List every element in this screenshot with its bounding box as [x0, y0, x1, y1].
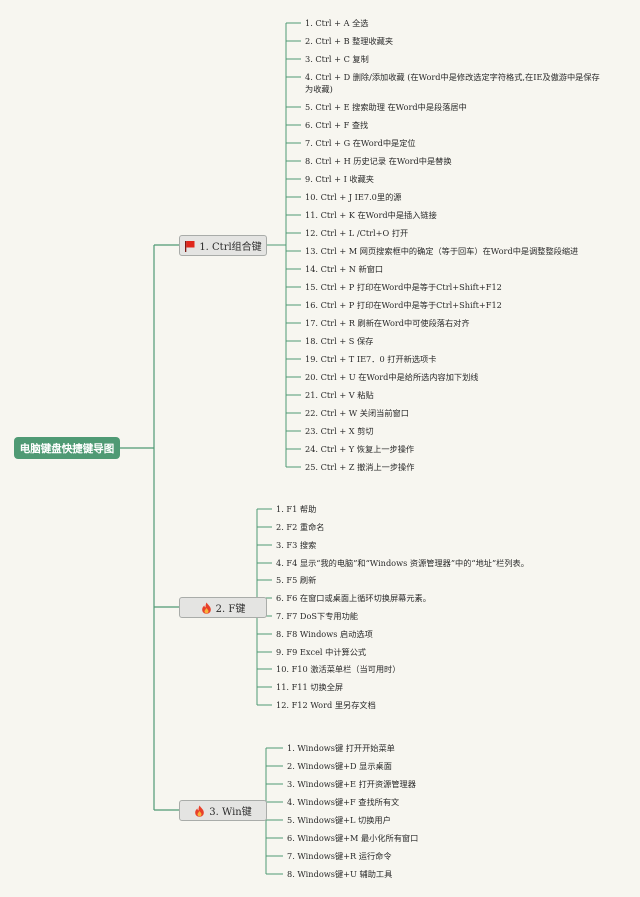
branch-f-keys[interactable]: 2. F键	[179, 597, 267, 618]
shortcut-item[interactable]: 1. Windows键 打开开始菜单	[287, 743, 395, 753]
shortcut-item[interactable]: 11. Ctrl + K 在Word中是插入链接	[305, 210, 437, 220]
shortcut-item[interactable]: 12. F12 Word 里另存文档	[276, 700, 376, 710]
root-label: 电脑键盘快捷键导图	[19, 442, 115, 455]
shortcut-item[interactable]: 19. Ctrl + T IE7．0 打开新选项卡	[305, 354, 437, 364]
shortcut-item[interactable]: 8. Windows键+U 辅助工具	[287, 869, 393, 879]
branch-label: 1. Ctrl组合键	[199, 242, 262, 253]
root-node[interactable]: 电脑键盘快捷键导图	[14, 437, 120, 459]
shortcut-item[interactable]: 3. F3 搜索	[276, 540, 317, 550]
shortcut-item[interactable]: 2. Ctrl + B 整理收藏夹	[305, 36, 394, 46]
shortcut-item[interactable]: 7. Ctrl + G 在Word中是定位	[305, 138, 416, 148]
shortcut-item[interactable]: 14. Ctrl + N 新窗口	[305, 264, 384, 274]
fire-icon	[194, 805, 205, 817]
shortcut-item[interactable]: 7. F7 DoS下专用功能	[276, 611, 358, 621]
shortcut-item[interactable]: 4. F4 显示“我的电脑”和“Windows 资源管理器”中的“地址”栏列表。	[276, 558, 529, 568]
shortcut-item[interactable]: 1. F1 帮助	[276, 504, 317, 514]
branch-win-keys[interactable]: 3. Win键	[179, 800, 267, 821]
shortcut-item[interactable]: 24. Ctrl + Y 恢复上一步操作	[305, 444, 415, 454]
shortcut-item[interactable]: 22. Ctrl + W 关闭当前窗口	[305, 408, 409, 418]
shortcut-item[interactable]: 5. F5 刷新	[276, 575, 317, 585]
shortcut-item[interactable]: 3. Ctrl + C 复制	[305, 54, 369, 64]
shortcut-item[interactable]: 2. F2 重命名	[276, 522, 325, 532]
shortcut-item[interactable]: 15. Ctrl + P 打印在Word中是等于Ctrl+Shift+F12	[305, 282, 502, 292]
shortcut-item[interactable]: 4. Ctrl + D 删除/添加收藏 (在Word中是修改选定字符格式,在IE…	[305, 72, 600, 94]
shortcut-item[interactable]: 21. Ctrl + V 粘贴	[305, 390, 374, 400]
shortcut-item[interactable]: 3. Windows键+E 打开资源管理器	[287, 779, 416, 789]
shortcut-item[interactable]: 11. F11 切换全屏	[276, 682, 344, 692]
shortcut-item[interactable]: 8. Ctrl + H 历史记录 在Word中是替换	[305, 156, 452, 166]
shortcut-item[interactable]: 7. Windows键+R 运行命令	[287, 851, 392, 861]
shortcut-item[interactable]: 6. Windows键+M 最小化所有窗口	[287, 833, 419, 843]
shortcut-item[interactable]: 10. Ctrl + J IE7.0里的源	[305, 192, 402, 202]
branch-ctrl[interactable]: 1. Ctrl组合键	[179, 235, 267, 256]
shortcut-item[interactable]: 23. Ctrl + X 剪切	[305, 426, 374, 436]
shortcut-item[interactable]: 1. Ctrl + A 全选	[305, 18, 369, 28]
shortcut-item[interactable]: 6. F6 在窗口或桌面上循环切换屏幕元素。	[276, 593, 431, 603]
shortcut-item[interactable]: 18. Ctrl + S 保存	[305, 336, 374, 346]
red-flag-icon	[184, 240, 195, 252]
shortcut-item[interactable]: 12. Ctrl + L /Ctrl+O 打开	[305, 228, 409, 238]
shortcut-item[interactable]: 20. Ctrl + U 在Word中是给所选内容加下划线	[305, 372, 479, 382]
shortcut-item[interactable]: 16. Ctrl + P 打印在Word中是等于Ctrl+Shift+F12	[305, 300, 502, 310]
shortcut-item[interactable]: 9. Ctrl + I 收藏夹	[305, 174, 374, 184]
shortcut-item[interactable]: 17. Ctrl + R 刷新在Word中可使段落右对齐	[305, 318, 470, 328]
shortcut-item[interactable]: 10. F10 激活菜单栏（当可用时）	[276, 664, 401, 674]
shortcut-item[interactable]: 5. Ctrl + E 搜索助理 在Word中是段落居中	[305, 102, 467, 112]
shortcut-item[interactable]: 4. Windows键+F 查找所有文	[287, 797, 400, 807]
fire-icon	[201, 602, 212, 614]
shortcut-item[interactable]: 8. F8 Windows 启动选项	[276, 629, 373, 639]
shortcut-item[interactable]: 2. Windows键+D 显示桌面	[287, 761, 392, 771]
shortcut-item[interactable]: 5. Windows键+L 切换用户	[287, 815, 391, 825]
shortcut-item[interactable]: 25. Ctrl + Z 撤消上一步操作	[305, 462, 415, 472]
shortcut-item[interactable]: 13. Ctrl + M 网页搜索框中的确定（等于回车）在Word中是调整整段缩…	[305, 246, 579, 256]
branch-label: 3. Win键	[209, 807, 252, 818]
shortcut-item[interactable]: 9. F9 Excel 中计算公式	[276, 647, 367, 657]
branch-label: 2. F键	[215, 604, 246, 615]
shortcut-item[interactable]: 6. Ctrl + F 查找	[305, 120, 369, 130]
